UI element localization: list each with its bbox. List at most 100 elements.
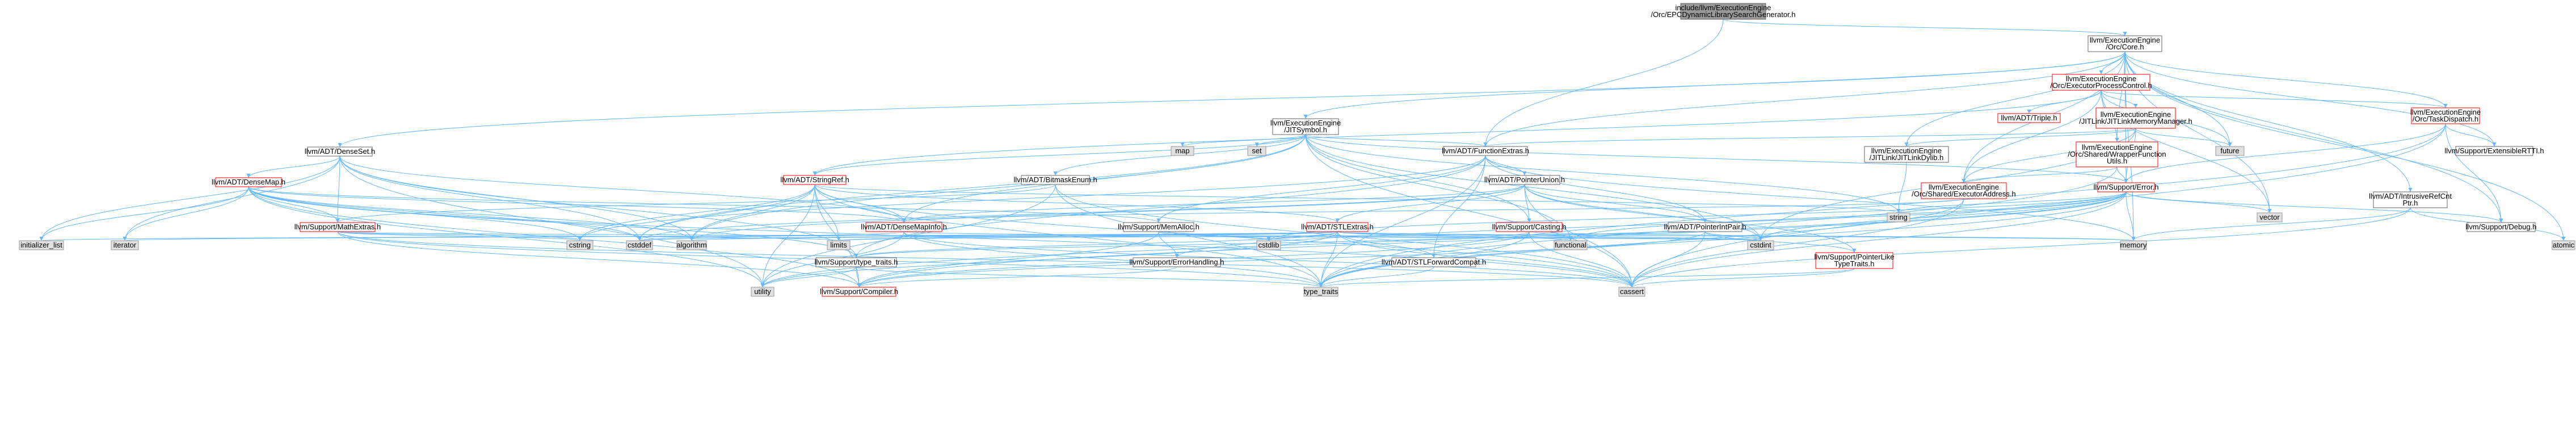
node-box bbox=[300, 222, 376, 232]
node-label: cstdint bbox=[1750, 241, 1771, 249]
node-box bbox=[307, 146, 373, 157]
edge-supporterror-to-cassert bbox=[1630, 191, 2127, 288]
edge-functionextras-to-memory bbox=[1485, 155, 2136, 241]
node-supporterror[interactable]: llvm/Support/Error.h bbox=[2094, 182, 2159, 192]
node-box bbox=[1303, 287, 1338, 297]
node-set[interactable]: set bbox=[1247, 146, 1266, 156]
node-string[interactable]: string bbox=[1887, 212, 1910, 223]
node-label: string bbox=[1889, 213, 1908, 221]
node-label: algorithm bbox=[676, 241, 706, 249]
node-cassert[interactable]: cassert bbox=[1618, 287, 1645, 297]
node-functional[interactable]: functional bbox=[1554, 240, 1588, 250]
node-extensiblertti[interactable]: llvm/Support/ExtensibleRTTI.h bbox=[2444, 146, 2544, 156]
node-errorhandling[interactable]: llvm/Support/ErrorHandling.h bbox=[1130, 257, 1224, 267]
node-utility[interactable]: utility bbox=[751, 287, 775, 297]
edge-casting-to-typetraits bbox=[854, 231, 1530, 258]
node-box bbox=[1247, 146, 1266, 156]
edge-densesetx-to-densemapinfo bbox=[339, 156, 906, 223]
edge-mathextras-to-cassert bbox=[337, 231, 1634, 288]
node-iterator[interactable]: iterator bbox=[111, 240, 139, 250]
edge-casting-to-cassert bbox=[1529, 231, 1634, 288]
edge-supporterror-to-debug bbox=[2125, 191, 2503, 223]
node-densemap[interactable]: llvm/ADT/DenseMap.h bbox=[212, 177, 285, 187]
node-atomic[interactable]: atomic bbox=[2552, 240, 2575, 250]
node-mathextras[interactable]: llvm/Support/MathExtras.h bbox=[294, 222, 381, 232]
node-box bbox=[2455, 146, 2533, 156]
node-future[interactable]: future bbox=[2215, 146, 2245, 156]
edge-jitsymbol-to-map bbox=[1180, 134, 1306, 147]
node-box bbox=[1618, 287, 1645, 297]
node-cstdint[interactable]: cstdint bbox=[1747, 240, 1774, 250]
node-densemapinfo[interactable]: llvm/ADT/DenseMapInfo.h bbox=[861, 222, 947, 232]
node-label: memory bbox=[2120, 241, 2147, 249]
node-densesetx[interactable]: llvm/ADT/DenseSet.h bbox=[305, 146, 375, 157]
edge-pointerintpair-to-cstdint bbox=[1704, 231, 1763, 241]
node-algorithm[interactable]: algorithm bbox=[676, 240, 707, 250]
edge-casting-to-memory bbox=[1529, 231, 2135, 241]
edge-executoraddr-to-type_traits bbox=[1319, 198, 1964, 288]
node-compiler[interactable]: llvm/Support/Compiler.h bbox=[820, 287, 898, 297]
node-functionextras[interactable]: llvm/ADT/FunctionExtras.h bbox=[1442, 146, 1529, 156]
node-stlfwdcompat[interactable]: llvm/ADT/STLForwardCompat.h bbox=[1382, 257, 1486, 267]
node-debug[interactable]: llvm/Support/Debug.h bbox=[2465, 222, 2537, 232]
edge-root-to-functionextras bbox=[1483, 19, 1724, 147]
node-label: llvm/Support/Casting.h bbox=[1492, 223, 1567, 231]
node-triple[interactable]: llvm/ADT/Triple.h bbox=[1997, 113, 2061, 123]
edge-supporterror-to-compiler bbox=[857, 191, 2127, 288]
node-core[interactable]: llvm/ExecutionEngine/Orc/Core.h bbox=[2087, 35, 2162, 52]
edge-densemap-to-cstring bbox=[248, 186, 582, 241]
node-memory[interactable]: memory bbox=[2120, 240, 2147, 250]
node-typetraits[interactable]: llvm/Support/type_traits.h bbox=[815, 257, 898, 267]
node-jitlinkdylib[interactable]: llvm/ExecutionEngine/JITLink/JITLinkDyli… bbox=[1864, 146, 1949, 163]
edge-taskdispatch-to-debug bbox=[2445, 123, 2503, 223]
node-label: /JITLink/JITLinkDylib.h bbox=[1870, 153, 1944, 162]
node-executoraddr[interactable]: llvm/ExecutionEngine/Orc/Shared/Executor… bbox=[1912, 182, 2016, 199]
node-pointerunion[interactable]: llvm/ADT/PointerUnion.h bbox=[1484, 175, 1565, 185]
edge-pointerunion-to-pointerintpair bbox=[1524, 184, 1707, 223]
node-box bbox=[2466, 222, 2536, 232]
node-cstring[interactable]: cstring bbox=[566, 240, 594, 250]
node-stlextras[interactable]: llvm/ADT/STLExtras.h bbox=[1301, 222, 1374, 232]
node-label: llvm/ExecutionEngine bbox=[2090, 36, 2160, 44]
edge-functionextras-to-memalloc bbox=[1156, 155, 1486, 223]
edge-stringref-to-cassert bbox=[814, 184, 1634, 288]
node-jitsymbol[interactable]: llvm/ExecutionEngine/JITSymbol.h bbox=[1270, 118, 1341, 135]
node-initlist[interactable]: initializer_list bbox=[19, 240, 64, 250]
edge-taskdispatch-to-extensiblertti bbox=[2445, 123, 2497, 147]
node-cstddef[interactable]: cstddef bbox=[626, 240, 653, 250]
node-memalloc[interactable]: llvm/Support/MemAlloc.h bbox=[1118, 222, 1199, 232]
node-wrapperfn[interactable]: llvm/ExecutionEngine/Orc/Shared/WrapperF… bbox=[2068, 141, 2166, 167]
node-box bbox=[1921, 182, 2007, 199]
node-jitlinkmm[interactable]: llvm/ExecutionEngine/JITLink/JITLinkMemo… bbox=[2079, 107, 2192, 129]
node-label: llvm/Support/Compiler.h bbox=[820, 287, 898, 296]
node-pointerintpair[interactable]: llvm/ADT/PointerIntPair.h bbox=[1664, 222, 1746, 232]
node-box bbox=[2257, 212, 2283, 223]
node-type_traits[interactable]: type_traits bbox=[1303, 287, 1338, 297]
node-stringref[interactable]: llvm/ADT/StringRef.h bbox=[780, 175, 849, 185]
node-cstdlib[interactable]: cstdlib bbox=[1256, 240, 1281, 250]
edge-supporterror-to-string bbox=[1896, 191, 2127, 213]
edge-jitsymbol-to-set bbox=[1255, 134, 1306, 147]
node-vector[interactable]: vector bbox=[2257, 212, 2283, 223]
edge-pointerliketypetraits-to-type_traits bbox=[1319, 268, 1855, 288]
node-map[interactable]: map bbox=[1171, 146, 1194, 156]
node-label: cstddef bbox=[628, 241, 651, 249]
node-taskdispatch[interactable]: llvm/ExecutionEngine/Orc/TaskDispatch.h bbox=[2410, 107, 2481, 124]
edge-stringref-to-cstddef bbox=[637, 184, 815, 241]
node-label: TypeTraits.h bbox=[1834, 259, 1874, 268]
node-bitmaskenum[interactable]: llvm/ADT/BitmaskEnum.h bbox=[1013, 175, 1097, 185]
node-box bbox=[1668, 222, 1742, 232]
node-label: llvm/ADT/StringRef.h bbox=[780, 175, 849, 184]
node-label: limits bbox=[830, 241, 847, 249]
node-epc[interactable]: llvm/ExecutionEngine/Orc/ExecutorProcess… bbox=[2050, 74, 2152, 91]
node-label: set bbox=[1252, 146, 1262, 155]
node-box bbox=[1171, 146, 1194, 156]
node-limits[interactable]: limits bbox=[827, 240, 851, 250]
node-label: llvm/ADT/FunctionExtras.h bbox=[1442, 146, 1529, 155]
node-casting[interactable]: llvm/Support/Casting.h bbox=[1492, 222, 1567, 232]
edge-core-to-extensiblertti bbox=[2124, 51, 2497, 147]
node-label: map bbox=[1175, 146, 1189, 155]
edge-bitmaskenum-to-mathextras bbox=[335, 184, 1056, 223]
